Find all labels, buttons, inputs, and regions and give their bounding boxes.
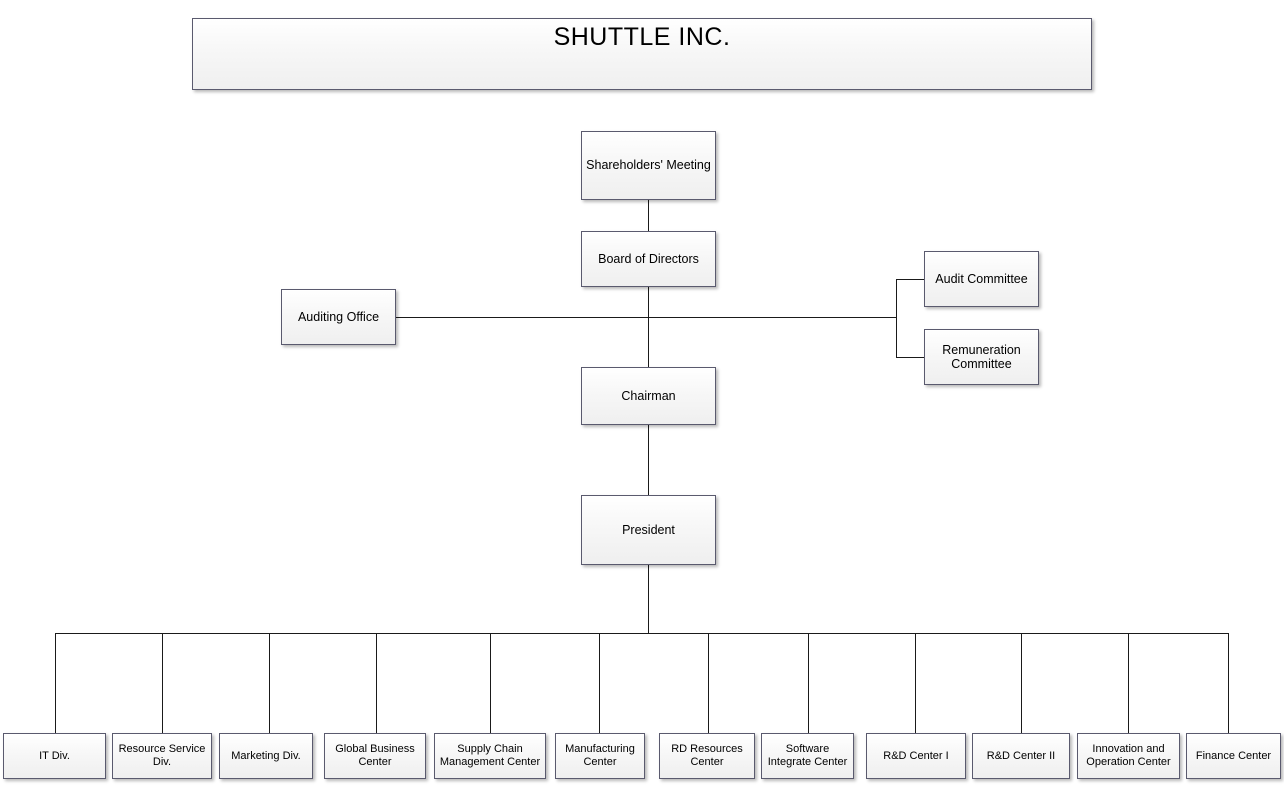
node-board-of-directors[interactable]: Board of Directors: [581, 231, 716, 287]
connector-president-to-bus: [648, 565, 649, 633]
connector-board-to-chairman: [648, 287, 649, 367]
node-shareholders-meeting-label: Shareholders' Meeting: [586, 158, 711, 173]
drop-line-division-12: [1228, 633, 1229, 733]
node-auditing-office[interactable]: Auditing Office: [281, 289, 396, 345]
node-audit-committee[interactable]: Audit Committee: [924, 251, 1039, 307]
node-division-rd-resources-center[interactable]: RD Resources Center: [659, 733, 755, 779]
node-division-rd-center-ii[interactable]: R&D Center II: [972, 733, 1070, 779]
node-division-supply-chain-management-center-label: Supply Chain Management Center: [439, 743, 541, 768]
drop-line-division-8: [808, 633, 809, 733]
drop-line-division-3: [269, 633, 270, 733]
node-division-rd-center-ii-label: R&D Center II: [986, 749, 1056, 762]
node-division-resource-service[interactable]: Resource Service Div.: [112, 733, 212, 779]
node-auditing-office-label: Auditing Office: [297, 309, 380, 324]
drop-line-division-9: [915, 633, 916, 733]
node-division-finance-center[interactable]: Finance Center: [1186, 733, 1281, 779]
node-division-it-label: IT Div.: [39, 749, 70, 762]
connector-remuneration-committee-stub: [896, 357, 924, 358]
page-title: SHUTTLE INC.: [553, 23, 731, 51]
node-division-global-business-center-label: Global Business Center: [335, 743, 415, 768]
connector-auditing-horizontal: [396, 317, 896, 318]
node-chairman[interactable]: Chairman: [581, 367, 716, 425]
node-division-manufacturing-center[interactable]: Manufacturing Center: [555, 733, 645, 779]
node-division-manufacturing-center-label: Manufacturing Center: [565, 743, 635, 768]
node-shareholders-meeting[interactable]: Shareholders' Meeting: [581, 131, 716, 200]
node-division-innovation-operation-center[interactable]: Innovation and Operation Center: [1077, 733, 1180, 779]
node-remuneration-committee[interactable]: Remuneration Committee: [924, 329, 1039, 385]
drop-line-division-11: [1128, 633, 1129, 733]
node-division-supply-chain-management-center[interactable]: Supply Chain Management Center: [434, 733, 546, 779]
node-division-marketing[interactable]: Marketing Div.: [219, 733, 313, 779]
connector-chairman-to-president: [648, 425, 649, 495]
node-board-of-directors-label: Board of Directors: [598, 251, 699, 266]
drop-line-division-4: [376, 633, 377, 733]
drop-line-division-1: [55, 633, 56, 733]
connector-committee-bracket: [896, 279, 897, 357]
divisions-bus-line: [55, 633, 1228, 634]
drop-line-division-6: [599, 633, 600, 733]
drop-line-division-5: [490, 633, 491, 733]
drop-line-division-10: [1021, 633, 1022, 733]
node-division-it[interactable]: IT Div.: [3, 733, 106, 779]
node-division-innovation-operation-center-label: Innovation and Operation Center: [1086, 743, 1171, 768]
node-division-global-business-center[interactable]: Global Business Center: [324, 733, 426, 779]
company-title-box: SHUTTLE INC.: [192, 18, 1092, 90]
drop-line-division-7: [708, 633, 709, 733]
node-division-rd-center-i-label: R&D Center I: [883, 749, 949, 762]
node-audit-committee-label: Audit Committee: [935, 271, 1028, 286]
node-division-rd-resources-center-label: RD Resources Center: [671, 743, 743, 768]
node-division-finance-center-label: Finance Center: [1195, 749, 1272, 762]
node-remuneration-committee-label: Remuneration Committee: [942, 342, 1021, 371]
node-division-software-integrate-center[interactable]: Software Integrate Center: [761, 733, 854, 779]
node-president[interactable]: President: [581, 495, 716, 565]
node-chairman-label: Chairman: [621, 388, 676, 403]
node-division-resource-service-label: Resource Service Div.: [118, 743, 206, 768]
node-division-software-integrate-center-label: Software Integrate Center: [767, 743, 848, 768]
node-division-rd-center-i[interactable]: R&D Center I: [866, 733, 966, 779]
node-president-label: President: [622, 522, 675, 537]
connector-shareholders-to-board: [648, 200, 649, 231]
drop-line-division-2: [162, 633, 163, 733]
node-division-marketing-label: Marketing Div.: [231, 749, 301, 762]
connector-audit-committee-stub: [896, 279, 924, 280]
